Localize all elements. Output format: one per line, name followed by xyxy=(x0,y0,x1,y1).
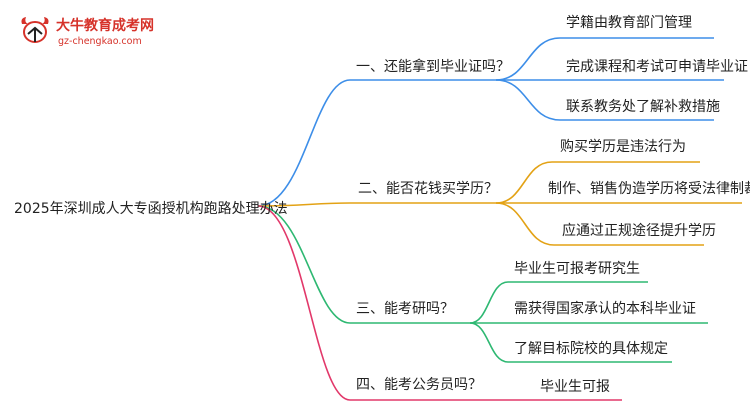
leaf-4-1: 毕业生可报 xyxy=(540,379,610,395)
branch-topic-3: 三、能考研吗？ xyxy=(356,301,454,317)
leaf-2-1: 购买学历是违法行为 xyxy=(560,139,686,155)
leaf-connector-3-3 xyxy=(469,322,672,363)
leaf-2-3: 应通过正规途径提升学历 xyxy=(562,223,716,239)
branch-topic-4: 四、能考公务员吗？ xyxy=(356,377,482,393)
leaf-connector-1-1 xyxy=(495,37,714,81)
bull-logo-icon xyxy=(21,17,49,43)
leaf-1-3: 联系教务处了解补救措施 xyxy=(566,99,720,115)
logo-url: gz-chengkao.com xyxy=(58,36,142,47)
leaf-3-1: 毕业生可报考研究生 xyxy=(514,261,640,277)
brand-logo: 大牛教育成考网 gz-chengkao.com xyxy=(18,10,168,56)
branch-connector-3 xyxy=(257,205,470,324)
leaf-3-3: 了解目标院校的具体规定 xyxy=(514,341,668,357)
logo-title: 大牛教育成考网 xyxy=(56,18,154,34)
leaf-1-1: 学籍由教育部门管理 xyxy=(566,15,692,31)
leaf-connector-1-3 xyxy=(495,79,714,121)
branch-connector-2 xyxy=(257,202,496,207)
branch-connector-4 xyxy=(257,205,478,401)
leaf-3-2: 需获得国家承认的本科毕业证 xyxy=(514,301,696,317)
leaf-connector-3-1 xyxy=(469,281,648,324)
leaf-connector-2-3 xyxy=(495,202,704,246)
branch-connector-1 xyxy=(257,79,496,207)
leaf-2-2: 制作、销售伪造学历将受法律制裁 xyxy=(548,181,750,197)
leaf-connector-2-1 xyxy=(495,161,700,204)
leaf-1-2: 完成课程和考试可申请毕业证 xyxy=(566,59,748,75)
branch-topic-1: 一、还能拿到毕业证吗？ xyxy=(356,59,510,75)
branch-topic-2: 二、能否花钱买学历？ xyxy=(358,181,498,197)
root-topic: 2025年深圳成人大专函授机构跑路处理办法 xyxy=(14,201,288,217)
